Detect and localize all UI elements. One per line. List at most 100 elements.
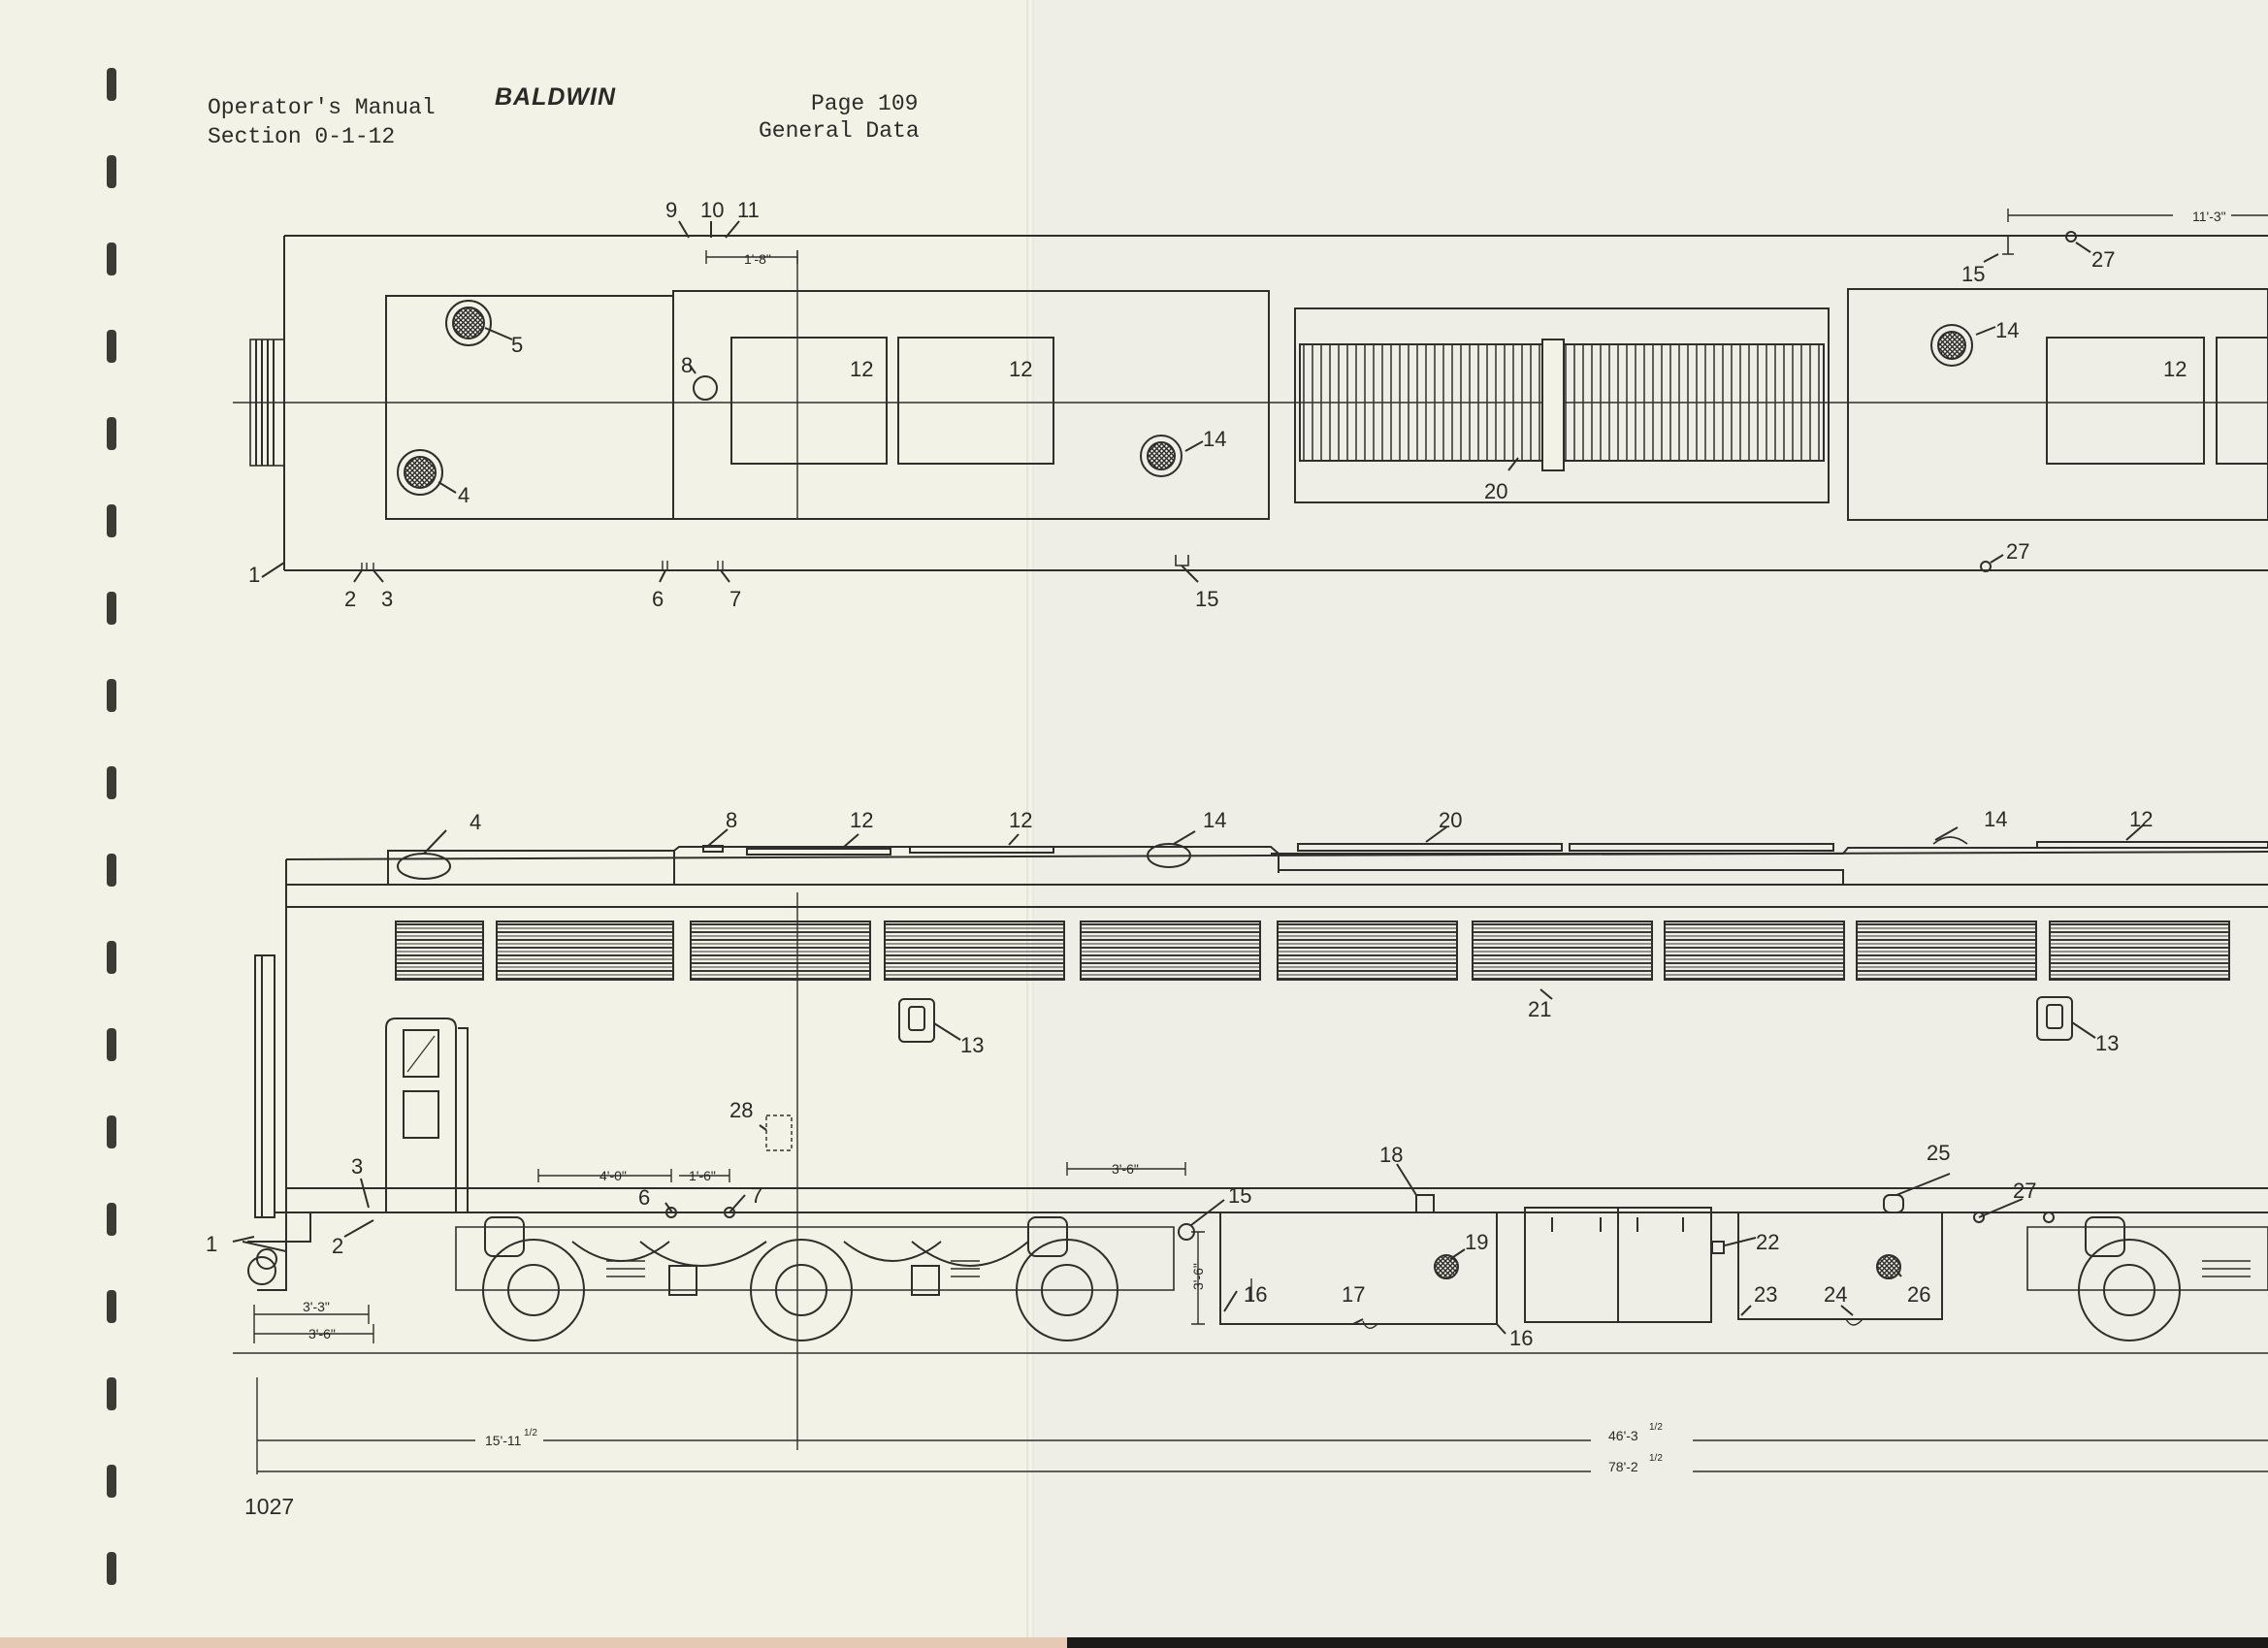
front-truck [455,1216,1175,1341]
callout-label: 12 [2163,357,2187,381]
callout-label: 19 [1465,1230,1488,1254]
binder-ring [107,766,116,799]
callout-label: 13 [960,1033,984,1057]
binder-ring [107,417,116,450]
callout-label: 8 [681,353,693,377]
binder-ring [107,679,116,712]
callout-label: 4 [458,483,470,507]
callout-label: 10 [700,198,724,222]
dimensions: 1'-8" 11'-3" 4'-0" 1'-6" 3'-6" 3'-6" 3'-… [303,209,2226,1474]
sheet-number: 1027 [244,1494,295,1519]
binder-ring [107,1465,116,1498]
callout-label: 3 [351,1154,363,1179]
callout-label: 16 [1509,1326,1533,1350]
binder-ring [107,1377,116,1410]
roof-plan-view [233,209,2268,583]
callout-label: 6 [652,587,664,611]
dimension-fraction: 1/2 [524,1428,537,1438]
callout-label: 22 [1756,1230,1779,1254]
dimension-label: 4'-0" [599,1168,627,1183]
dimension-label: 78'-2 [1608,1459,1638,1474]
callout-label: 7 [751,1183,762,1208]
callout-label: 15 [1961,262,1985,286]
callout-label: 27 [2091,247,2115,272]
callout-label: 3 [381,587,393,611]
dimension-label: 1'-8" [744,251,771,267]
dimension-label: 15'-11 [485,1433,522,1448]
binder-ring [107,941,116,974]
callout-label: 4 [470,810,481,834]
dimension-label: 3'-6" [1112,1161,1139,1177]
facing-page [1030,0,2268,1648]
callout-label: 23 [1754,1282,1777,1307]
dimension-label: 1'-6" [689,1168,716,1183]
callout-label: 16 [1244,1282,1267,1307]
callout-label: 5 [511,333,523,357]
binder-ring [107,1290,116,1323]
dimension-fraction: 1/2 [1649,1453,1663,1464]
callout-label: 24 [1824,1282,1847,1307]
callout-label: 12 [1009,808,1032,832]
callout-label: 6 [638,1185,650,1210]
manual-title: Operator's Manual [208,95,436,120]
binder-ring [107,1552,116,1585]
callout-label: 14 [1203,808,1226,832]
binder-ring [107,68,116,101]
dimension-label: 11'-3" [2192,209,2226,224]
brand-name: BALDWIN [495,83,617,111]
page-edge [0,1637,1067,1648]
callout-label: 13 [2095,1031,2119,1055]
binder-rings [97,58,126,1610]
binder-ring [107,155,116,188]
page-edge-shadow [1067,1637,2268,1648]
callout-label: 27 [2013,1179,2036,1203]
callout-label: 17 [1342,1282,1365,1307]
callout-label: 11 [737,198,760,222]
binder-ring [107,1203,116,1236]
callout-label: 12 [1009,357,1032,381]
dimension-label: 3'-6" [1190,1263,1206,1290]
callout-label: 25 [1927,1141,1950,1165]
callout-label: 12 [850,357,873,381]
binder-ring [107,330,116,363]
side-elevation-view [232,824,2268,1474]
callout-label: 14 [1995,318,2019,342]
callout-label: 2 [332,1234,343,1258]
callout-label: 12 [850,808,873,832]
callout-label: 15 [1195,587,1218,611]
dimension-label: 3'-6" [308,1326,336,1341]
callout-label: 1 [248,563,260,587]
dimension-fraction: 1/2 [1649,1422,1663,1433]
page-number: Page 109 [811,91,919,116]
dimension-label: 3'-3" [303,1299,330,1314]
dimension-label: 46'-3 [1608,1428,1638,1443]
binder-ring [107,592,116,625]
callout-label: 15 [1228,1183,1251,1208]
callout-label: 26 [1907,1282,1930,1307]
callout-label: 20 [1439,808,1462,832]
callout-label: 14 [1984,807,2007,831]
binder-ring [107,1115,116,1148]
callout-label: 27 [2006,539,2029,564]
callout-label: 21 [1528,997,1551,1021]
page-subject: General Data [759,118,920,144]
page-fold [1026,0,1034,1648]
callout-label: 9 [665,198,677,222]
section-number: Section 0-1-12 [208,124,396,149]
callout-label: 12 [2129,807,2153,831]
binder-ring [107,504,116,537]
binder-ring [107,242,116,275]
callout-label: 18 [1379,1143,1403,1167]
callout-label: 1 [206,1232,217,1256]
callouts: 9 10 11 5 4 8 12 12 14 20 15 27 14 12 1 … [206,198,2187,1350]
binder-ring [107,854,116,887]
callout-label: 20 [1484,479,1507,503]
binder-ring [107,1028,116,1061]
callout-label: 2 [344,587,356,611]
rear-truck [2026,1216,2268,1341]
callout-label: 14 [1203,427,1226,451]
callout-label: 7 [729,587,741,611]
callout-label: 28 [729,1098,753,1122]
